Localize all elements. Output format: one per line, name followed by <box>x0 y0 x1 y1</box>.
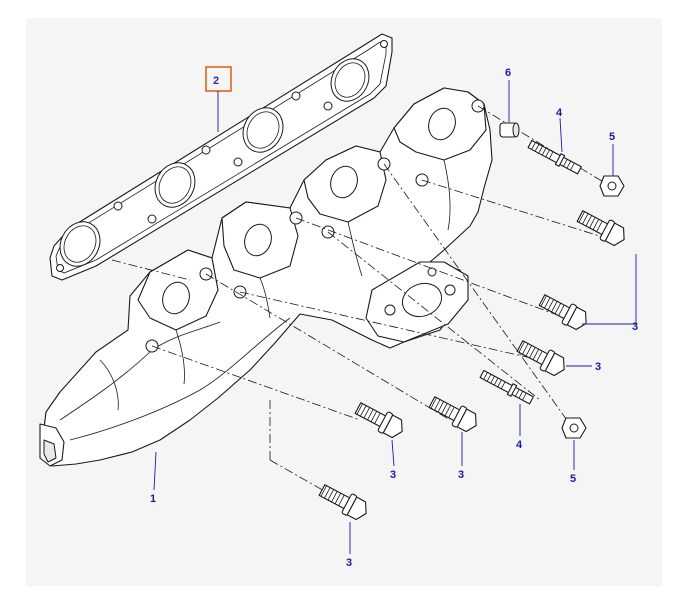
callout-2[interactable]: 2 <box>213 75 219 87</box>
callout-3-left[interactable]: 3 <box>390 469 396 481</box>
bolt-c[interactable] <box>515 336 569 379</box>
callout-6[interactable]: 6 <box>505 67 511 79</box>
callout-1[interactable]: 1 <box>150 493 156 505</box>
nut-lower[interactable] <box>561 417 587 439</box>
spacer[interactable] <box>499 122 520 138</box>
selection-highlight <box>205 66 232 92</box>
bolt-e[interactable] <box>353 398 407 441</box>
callout-4-lower[interactable]: 4 <box>516 439 523 451</box>
callout-3-mid[interactable]: 3 <box>595 361 601 373</box>
callout-3-center[interactable]: 3 <box>458 469 464 481</box>
callouts: 2 6 4 5 3 3 4 5 3 3 3 1 <box>150 67 638 569</box>
callout-4-upper[interactable]: 4 <box>556 107 563 119</box>
nut-upper[interactable] <box>599 175 625 197</box>
callout-3-right[interactable]: 3 <box>632 321 638 333</box>
callout-5-lower[interactable]: 5 <box>570 473 576 485</box>
stud-lower[interactable] <box>479 369 534 406</box>
bolt-f[interactable] <box>317 480 371 523</box>
gasket[interactable] <box>49 33 393 281</box>
leader-lines <box>153 80 637 554</box>
stud-upper[interactable] <box>527 139 582 176</box>
bolt-d[interactable] <box>427 392 481 435</box>
callout-3-bottom[interactable]: 3 <box>346 557 352 569</box>
bolt-b[interactable] <box>537 290 591 333</box>
bolt-a[interactable] <box>575 206 629 249</box>
centerlines <box>111 105 613 501</box>
callout-5-upper[interactable]: 5 <box>609 131 615 143</box>
